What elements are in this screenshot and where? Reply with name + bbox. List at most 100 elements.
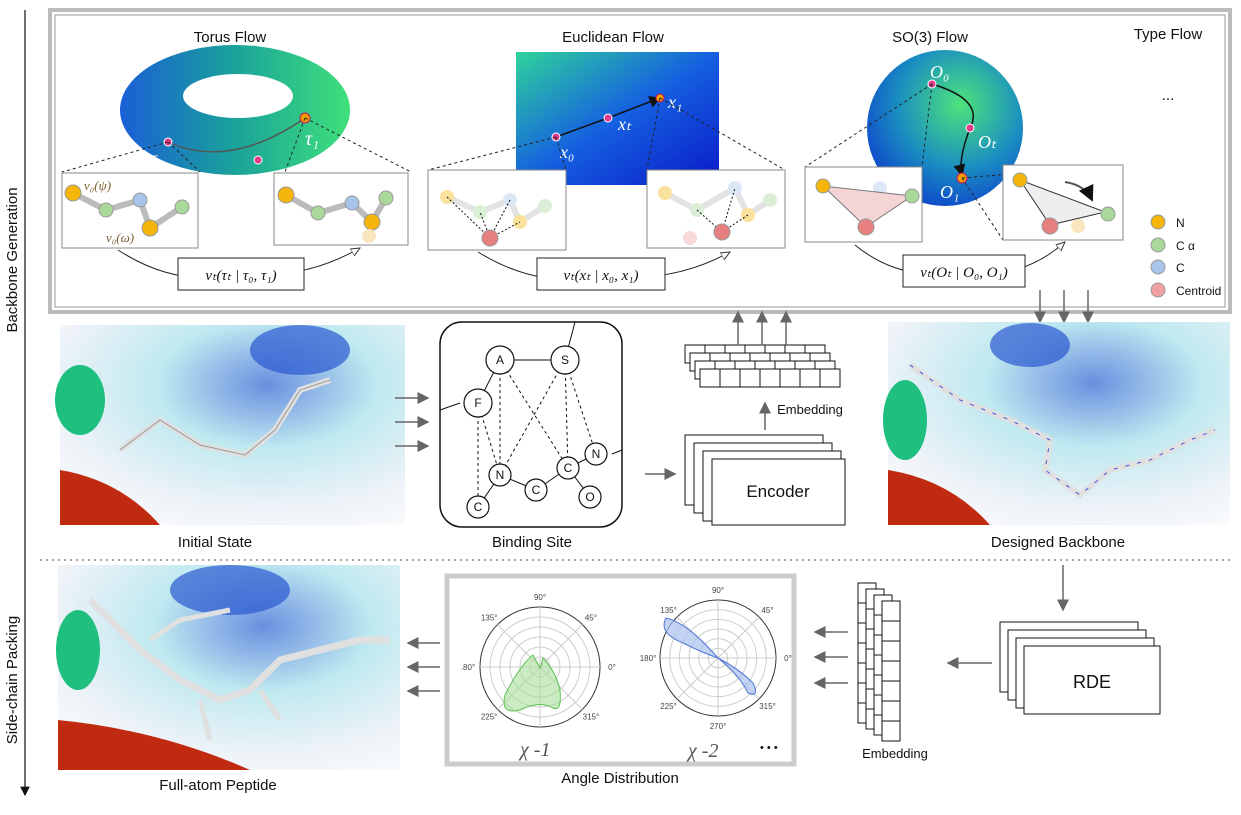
embedding-label-bottom: Embedding bbox=[862, 746, 928, 761]
polar-spoke bbox=[717, 616, 760, 659]
legend-swatch-ca bbox=[1150, 237, 1166, 253]
so3-formula: vₜ(Oₜ | O₀, O₁) bbox=[920, 265, 1008, 281]
euclidean-initial-box bbox=[427, 169, 567, 251]
angle-distribution-panel: 90°45°0°315°225°.80°135° 90°45°0°315°270… bbox=[444, 573, 797, 767]
designed-backbone-image bbox=[883, 322, 1230, 525]
euclidean-formula: vₜ(xₜ | x₀, x₁) bbox=[563, 268, 638, 284]
tau0-label: τ₀ bbox=[150, 148, 164, 170]
chi1-distribution bbox=[503, 654, 561, 712]
tau1-label: τ₁ bbox=[305, 128, 319, 150]
euclidean-final-box bbox=[646, 169, 786, 249]
taut-label: τₜ bbox=[240, 168, 254, 190]
embedding-cell bbox=[739, 368, 761, 388]
arrows-up-to-flows bbox=[732, 310, 792, 345]
type-flow-ellipsis: ... bbox=[1162, 87, 1175, 104]
legend-label-ca: C α bbox=[1176, 239, 1195, 253]
xt-label: xₜ bbox=[617, 114, 632, 134]
polar-tick-label: 0° bbox=[608, 663, 616, 672]
node-a: A bbox=[496, 353, 504, 367]
polar-tick-label: 315° bbox=[583, 712, 600, 721]
embedding-cell bbox=[881, 600, 901, 622]
polar-tick-label: 225° bbox=[481, 712, 498, 721]
euclidean-flow-title: Euclidean Flow bbox=[562, 29, 664, 46]
arrows-to-full-atom bbox=[406, 637, 440, 697]
type-flow-title: Type Flow bbox=[1134, 26, 1203, 43]
polar-tick-label: 135° bbox=[660, 606, 677, 615]
polar-ellipsis: • • • bbox=[760, 742, 778, 754]
embedding-cell bbox=[699, 368, 721, 388]
chi2-distribution bbox=[663, 617, 757, 695]
embedding-cell bbox=[881, 620, 901, 642]
node-o: O bbox=[585, 490, 594, 504]
o1-label: O₁ bbox=[940, 182, 959, 202]
angle-distribution-label: Angle Distribution bbox=[561, 770, 679, 787]
node-c: C bbox=[532, 483, 541, 497]
psi-label: v₀(ψ) bbox=[84, 178, 111, 193]
rde-block: RDE bbox=[999, 621, 1161, 715]
chi2-label: χ -2 bbox=[686, 740, 718, 762]
node-n: N bbox=[496, 468, 505, 482]
initial-state-label: Initial State bbox=[178, 534, 252, 551]
legend-label-n: N bbox=[1176, 216, 1185, 230]
arrows-to-binding-site bbox=[395, 392, 430, 452]
embedding-label-top: Embedding bbox=[777, 402, 843, 417]
binding-site-graph: A S F N C C N O C bbox=[439, 321, 623, 528]
node-s: S bbox=[561, 353, 569, 367]
full-atom-peptide-image bbox=[56, 565, 400, 770]
polar-tick-label: 135° bbox=[481, 614, 498, 623]
euclidean-formula-box bbox=[536, 257, 666, 291]
polar-tick-label: .80° bbox=[461, 663, 475, 672]
encoder-label: Encoder bbox=[746, 482, 810, 501]
torus-flow-title: Torus Flow bbox=[194, 29, 267, 46]
arrows-to-angle-distribution bbox=[813, 626, 848, 689]
polar-tick-label: 270° bbox=[710, 722, 727, 731]
rde-label: RDE bbox=[1073, 672, 1111, 692]
polar-tick-label: 0° bbox=[784, 654, 792, 663]
torus-final-box bbox=[273, 172, 409, 246]
embedding-grid-top bbox=[684, 344, 841, 388]
encoder-block: Encoder bbox=[684, 434, 846, 526]
legend-label-centroid: Centroid bbox=[1176, 284, 1221, 298]
embedding-cell bbox=[881, 700, 901, 722]
embedding-cell bbox=[759, 368, 781, 388]
initial-state-image bbox=[55, 325, 405, 525]
legend: N C α C Centroid bbox=[1150, 214, 1221, 298]
node-f: F bbox=[474, 396, 481, 410]
polar-tick-label: 90° bbox=[712, 586, 724, 595]
chi1-label: χ -1 bbox=[518, 739, 550, 761]
omega-label: v₀(ω) bbox=[106, 230, 134, 245]
embedding-cell bbox=[881, 660, 901, 682]
legend-swatch-n bbox=[1150, 214, 1166, 230]
torus-diagram: τ₀ τₜ τ₁ bbox=[61, 45, 412, 190]
so3-formula-box bbox=[902, 254, 1026, 288]
section-label-sidechain: Side-chain Packing bbox=[4, 616, 21, 744]
embedding-cell bbox=[881, 680, 901, 702]
node-c: C bbox=[564, 461, 573, 475]
embedding-grid-bottom bbox=[857, 582, 901, 742]
torus-formula-box bbox=[177, 257, 305, 291]
so3-flow-title: SO(3) Flow bbox=[892, 29, 968, 46]
x0-label: x₀ bbox=[559, 142, 574, 162]
embedding-cell bbox=[799, 368, 821, 388]
polar-tick-label: 225° bbox=[660, 702, 677, 711]
full-atom-peptide-label: Full-atom Peptide bbox=[159, 777, 277, 794]
embedding-cell bbox=[819, 368, 841, 388]
embedding-cell bbox=[881, 640, 901, 662]
arrows-down-to-designed bbox=[1034, 290, 1094, 324]
polar-tick-label: 90° bbox=[534, 593, 546, 602]
binding-site-label: Binding Site bbox=[492, 534, 572, 551]
ot-label: Oₜ bbox=[978, 132, 997, 152]
flow-panel: Torus Flow τ₀ τₜ τ₁ v₀(ψ) v₀(ω) bbox=[48, 8, 1232, 314]
polar-tick-label: 180° bbox=[640, 654, 657, 663]
o0-label: O₀ bbox=[930, 62, 949, 82]
legend-swatch-centroid bbox=[1150, 282, 1166, 298]
node-n: N bbox=[592, 447, 601, 461]
legend-label-c: C bbox=[1176, 261, 1185, 275]
x1-label: x₁ bbox=[667, 92, 682, 112]
section-label-backbone: Backbone Generation bbox=[4, 187, 21, 332]
embedding-cell bbox=[881, 720, 901, 742]
designed-backbone-label: Designed Backbone bbox=[991, 534, 1125, 551]
polar-tick-label: 45° bbox=[761, 606, 773, 615]
euclidean-diagram: x₀ xₜ x₁ bbox=[427, 52, 786, 185]
